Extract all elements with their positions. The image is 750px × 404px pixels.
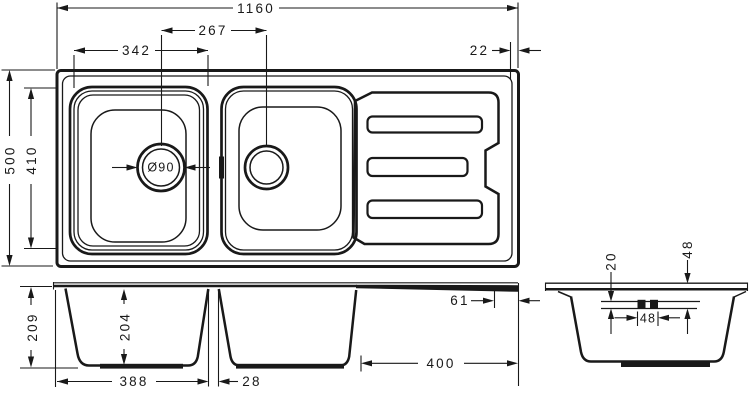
left-bowl-outer: [68, 85, 209, 256]
dim-label-48-horizontal: 48: [640, 311, 656, 325]
right-drain-inner: [249, 150, 284, 185]
overflow-hole-left-wall: [637, 299, 646, 309]
dimensions: 1160 267 342 22: [1, 1, 695, 389]
drainer-rib-3: [366, 199, 484, 220]
overflow-hole-right-wall: [650, 299, 658, 309]
dim-label-22: 22: [470, 43, 489, 58]
arrow-left-icon: [74, 47, 85, 54]
plan-left-bowl: [68, 85, 209, 256]
plan-right-bowl: [219, 85, 358, 256]
dim-label-342: 342: [122, 43, 151, 58]
dim-label-204: 204: [118, 312, 133, 341]
dim-overall-depth: 500: [1, 69, 55, 267]
arrow-left-icon: [658, 314, 669, 321]
dim-divider-width: 28: [217, 290, 261, 389]
arrow-up-icon: [27, 287, 35, 298]
section-bowl-foot: [621, 361, 710, 367]
arrow-left-icon: [518, 47, 530, 54]
dim-label-28: 28: [242, 374, 261, 389]
arrow-left-icon: [161, 27, 173, 34]
right-bowl-line2: [224, 90, 354, 251]
arrow-right-icon: [507, 4, 518, 12]
dim-label-48-vertical: 48: [680, 239, 695, 258]
arrow-right-icon: [483, 297, 494, 304]
dim-drain-diameter: Ø90: [112, 161, 210, 175]
plan-outer-edge: [55, 69, 520, 268]
front-view: [52, 282, 518, 369]
dim-total-height: 209: [20, 285, 78, 369]
dim-overflow-drop: 48: [680, 239, 695, 334]
front-left-bowl: [64, 288, 210, 367]
left-bowl-line3: [77, 94, 201, 247]
dim-label-267: 267: [198, 23, 227, 38]
left-drain-inner: [141, 148, 181, 187]
plan-drainer-board: [352, 91, 500, 246]
arrow-up-icon: [684, 308, 691, 319]
arrow-up-icon: [120, 289, 128, 300]
dim-label-209: 209: [25, 312, 40, 341]
arrow-right-icon: [626, 314, 638, 321]
right-drain-outer: [243, 144, 290, 191]
dim-label-500: 500: [3, 145, 18, 174]
arrow-right-icon: [197, 47, 208, 54]
overflow-mark: [219, 156, 224, 179]
dim-label-1160: 1160: [237, 1, 275, 16]
arrow-left-icon: [518, 297, 530, 304]
right-bowl-basin: [238, 106, 342, 231]
dim-drain-spacing: 267: [160, 23, 268, 147]
dim-label-388: 388: [119, 374, 148, 389]
dim-overall-width: 1160: [56, 1, 519, 69]
arrow-left-icon: [57, 4, 68, 12]
arrow-up-icon: [6, 70, 13, 81]
dim-drainer-length: 400: [360, 283, 520, 386]
section-left-lip: [557, 290, 572, 298]
dim-bowl-area-depth: 410: [24, 87, 56, 250]
dim-label-20: 20: [604, 251, 619, 270]
section-right-lip: [733, 290, 747, 298]
arrow-down-icon: [6, 255, 13, 266]
arrow-down-icon: [27, 237, 35, 249]
dim-label-61: 61: [450, 293, 469, 308]
front-right-bowl: [217, 288, 358, 367]
plan-inner-rim: [61, 75, 513, 262]
drainer-rib-2: [366, 156, 469, 178]
arrow-left-icon: [184, 164, 196, 171]
drainer-outline: [352, 91, 500, 246]
front-left-bowl-foot: [100, 363, 183, 369]
arrow-right-icon: [126, 164, 138, 171]
arrow-down-icon: [607, 291, 615, 302]
front-drainer-wedge: [356, 284, 518, 292]
dim-overflow-offset: 20: [604, 251, 619, 334]
dim-label-400: 400: [426, 356, 455, 371]
dim-main-bowl-width: 388: [54, 290, 210, 389]
arrow-right-icon: [197, 378, 209, 385]
arrow-left-icon: [218, 378, 230, 385]
front-right-bowl-foot: [236, 363, 344, 369]
left-bowl-line2: [73, 90, 205, 251]
arrow-up-icon: [607, 308, 615, 319]
dim-label-410: 410: [24, 145, 39, 174]
dim-label-o90: Ø90: [147, 161, 174, 175]
dim-bowl-inner-height: 204: [118, 289, 133, 365]
arrow-right-icon: [507, 360, 518, 367]
arrow-up-icon: [27, 88, 35, 99]
arrow-right-icon: [499, 47, 511, 54]
dim-overflow-width: 48: [614, 311, 680, 326]
arrow-down-icon: [120, 354, 128, 365]
section-view: [544, 282, 749, 367]
arrow-left-icon: [361, 360, 372, 367]
dim-left-to-divider: 342: [73, 43, 209, 88]
arrow-down-icon: [27, 356, 35, 368]
arrow-down-icon: [684, 273, 691, 284]
dim-right-rim: 22: [470, 42, 541, 79]
plan-view: [55, 69, 520, 268]
arrow-left-icon: [57, 378, 68, 385]
left-bowl-basin: [90, 109, 187, 243]
drainer-rib-1: [366, 115, 484, 134]
arrow-right-icon: [255, 27, 267, 34]
dim-end-overhang: 61: [450, 290, 540, 308]
